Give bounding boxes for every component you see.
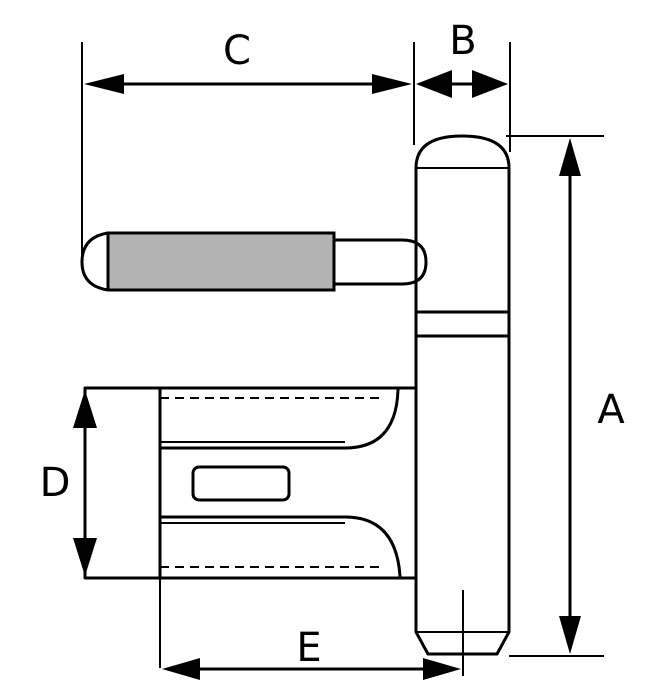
barrel-outline xyxy=(414,134,511,656)
hinge-pin xyxy=(80,231,428,292)
dim-e-arrow-right xyxy=(423,658,461,680)
dim-c-label: C xyxy=(223,28,251,74)
hinge-body xyxy=(83,386,418,580)
dim-c-arrow-right xyxy=(372,74,412,94)
upper-leaf-curve xyxy=(158,388,400,450)
hinge-barrel xyxy=(414,134,511,656)
pin-rounded-end xyxy=(80,231,110,292)
dim-a-arrow-bottom xyxy=(559,616,581,654)
dim-b-label: B xyxy=(449,18,476,64)
body-outline xyxy=(83,386,418,580)
dimension-e: E xyxy=(162,625,461,680)
dim-d-arrow-bottom xyxy=(73,538,97,576)
dimension-c: C xyxy=(84,28,412,94)
dimension-b: B xyxy=(416,18,508,98)
dim-b-arrow-right xyxy=(472,70,508,98)
dim-a-label: A xyxy=(597,387,625,433)
dim-a-arrow-top xyxy=(559,138,581,176)
pin-threaded-body xyxy=(106,231,336,292)
dimension-a: A xyxy=(559,138,625,654)
pin-shaft xyxy=(332,238,428,286)
dim-e-arrow-left xyxy=(162,658,200,680)
dim-e-label: E xyxy=(296,625,321,671)
body-slot xyxy=(191,465,291,502)
extension-lines xyxy=(81,42,604,676)
dim-c-arrow-left xyxy=(84,74,124,94)
dimension-d: D xyxy=(40,390,97,576)
dim-b-arrow-left xyxy=(416,70,452,98)
dim-d-label: D xyxy=(40,460,71,506)
lower-leaf-curve xyxy=(158,515,402,578)
dim-d-arrow-top xyxy=(73,390,97,428)
